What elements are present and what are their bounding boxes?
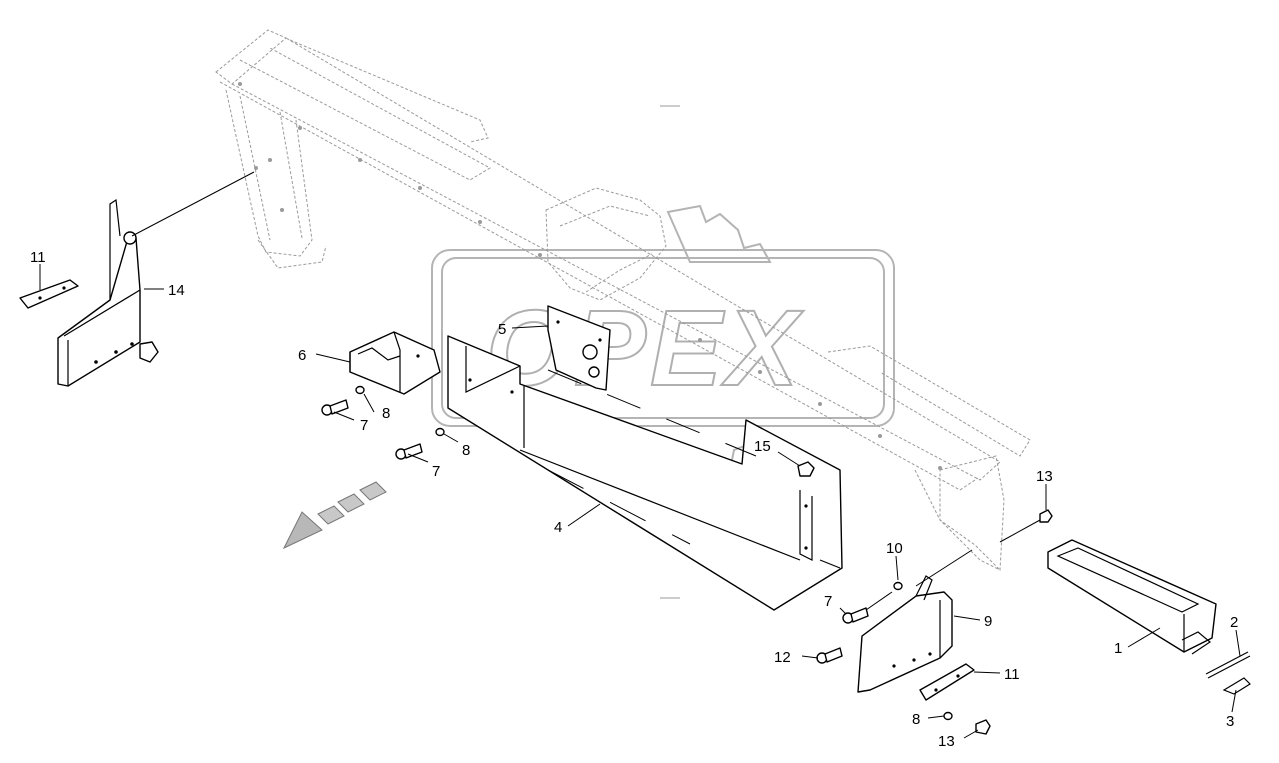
- callout-6: 6: [298, 347, 306, 364]
- part-4-long-cover: [447, 335, 843, 611]
- opex-watermark: OPEX: [431, 204, 895, 478]
- machine-frame-outline: [215, 29, 1031, 599]
- part-3-clip: [1222, 677, 1251, 695]
- part-13-nut-bottom: [975, 719, 991, 735]
- callout-15: 15: [754, 438, 771, 455]
- part-7-bolt-mid: [395, 443, 423, 460]
- callout-11-right: 11: [1004, 666, 1020, 683]
- callout-labels: 11 14 5 6 8 7 8 7 15 4 13 10 7 9 12 11 8…: [30, 249, 1238, 750]
- part-2-pin: [1205, 651, 1251, 679]
- part-1-tray: [1047, 539, 1217, 655]
- callout-8-bottom: 8: [912, 711, 920, 728]
- part-10-washer: [893, 581, 903, 591]
- callout-1: 1: [1114, 640, 1122, 657]
- callout-12: 12: [774, 649, 791, 666]
- part-9-side-guard: [857, 575, 953, 693]
- part-8-washer-mid: [435, 427, 445, 437]
- callout-8-mid: 8: [462, 442, 470, 459]
- callout-4: 4: [554, 519, 562, 536]
- callout-2: 2: [1230, 614, 1238, 631]
- part-11-left-plate: [19, 279, 79, 309]
- callout-5: 5: [498, 321, 506, 338]
- callout-10: 10: [886, 540, 903, 557]
- callout-7-top: 7: [360, 417, 368, 434]
- callout-7-right: 7: [824, 593, 832, 610]
- part-5-plate: [547, 305, 611, 391]
- leader-lines: [39, 264, 1241, 739]
- part-7-bolt-right: [842, 607, 869, 624]
- part-14-side-guard: [57, 198, 159, 387]
- part-13-nut-top: [1039, 509, 1053, 523]
- callout-13-bottom: 13: [938, 733, 955, 750]
- part-11-right-plate: [919, 663, 975, 701]
- callout-9: 9: [984, 613, 992, 630]
- watermark-text: OPEX: [486, 287, 804, 408]
- part-6-bracket: [349, 331, 441, 395]
- part-15-nut: [797, 461, 815, 477]
- callout-8-top: 8: [382, 405, 390, 422]
- direction-arrow-icon: [282, 481, 387, 550]
- callout-11-left: 11: [30, 249, 46, 266]
- part-8-washer-top: [355, 385, 365, 395]
- callout-7-mid: 7: [432, 463, 440, 480]
- callout-14: 14: [168, 282, 185, 299]
- part-8-washer-bottom: [943, 711, 953, 721]
- part-7-bolt-top: [321, 399, 349, 416]
- part-12-bolt: [816, 647, 843, 664]
- callout-13-top: 13: [1036, 468, 1053, 485]
- callout-3: 3: [1226, 713, 1234, 730]
